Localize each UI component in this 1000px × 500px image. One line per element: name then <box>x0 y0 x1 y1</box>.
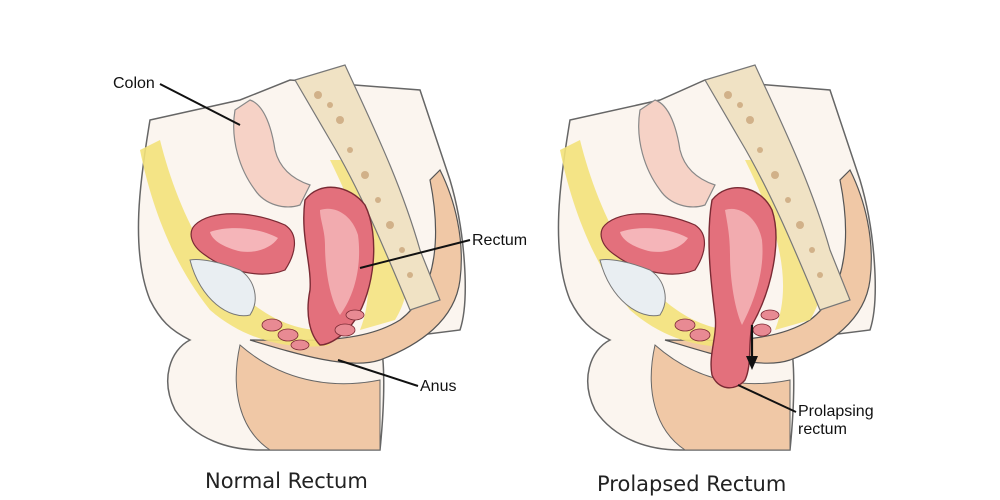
rectum-label: Rectum <box>472 232 527 249</box>
prolapsing-rectum-label-line1: Prolapsing <box>798 403 874 420</box>
prolapsed-rectum-caption: Prolapsed Rectum <box>597 472 786 496</box>
normal-rectum-caption: Normal Rectum <box>205 469 368 493</box>
prolapsing-rectum-label-line2: rectum <box>798 421 847 438</box>
anus-label: Anus <box>420 378 456 395</box>
normal-rectum-illustration: Colon Rectum Anus Normal Rectum <box>113 65 527 493</box>
prolapsed-rectum-illustration: Prolapsing rectum Prolapsed Rectum <box>558 65 875 496</box>
colon-label: Colon <box>113 75 155 92</box>
